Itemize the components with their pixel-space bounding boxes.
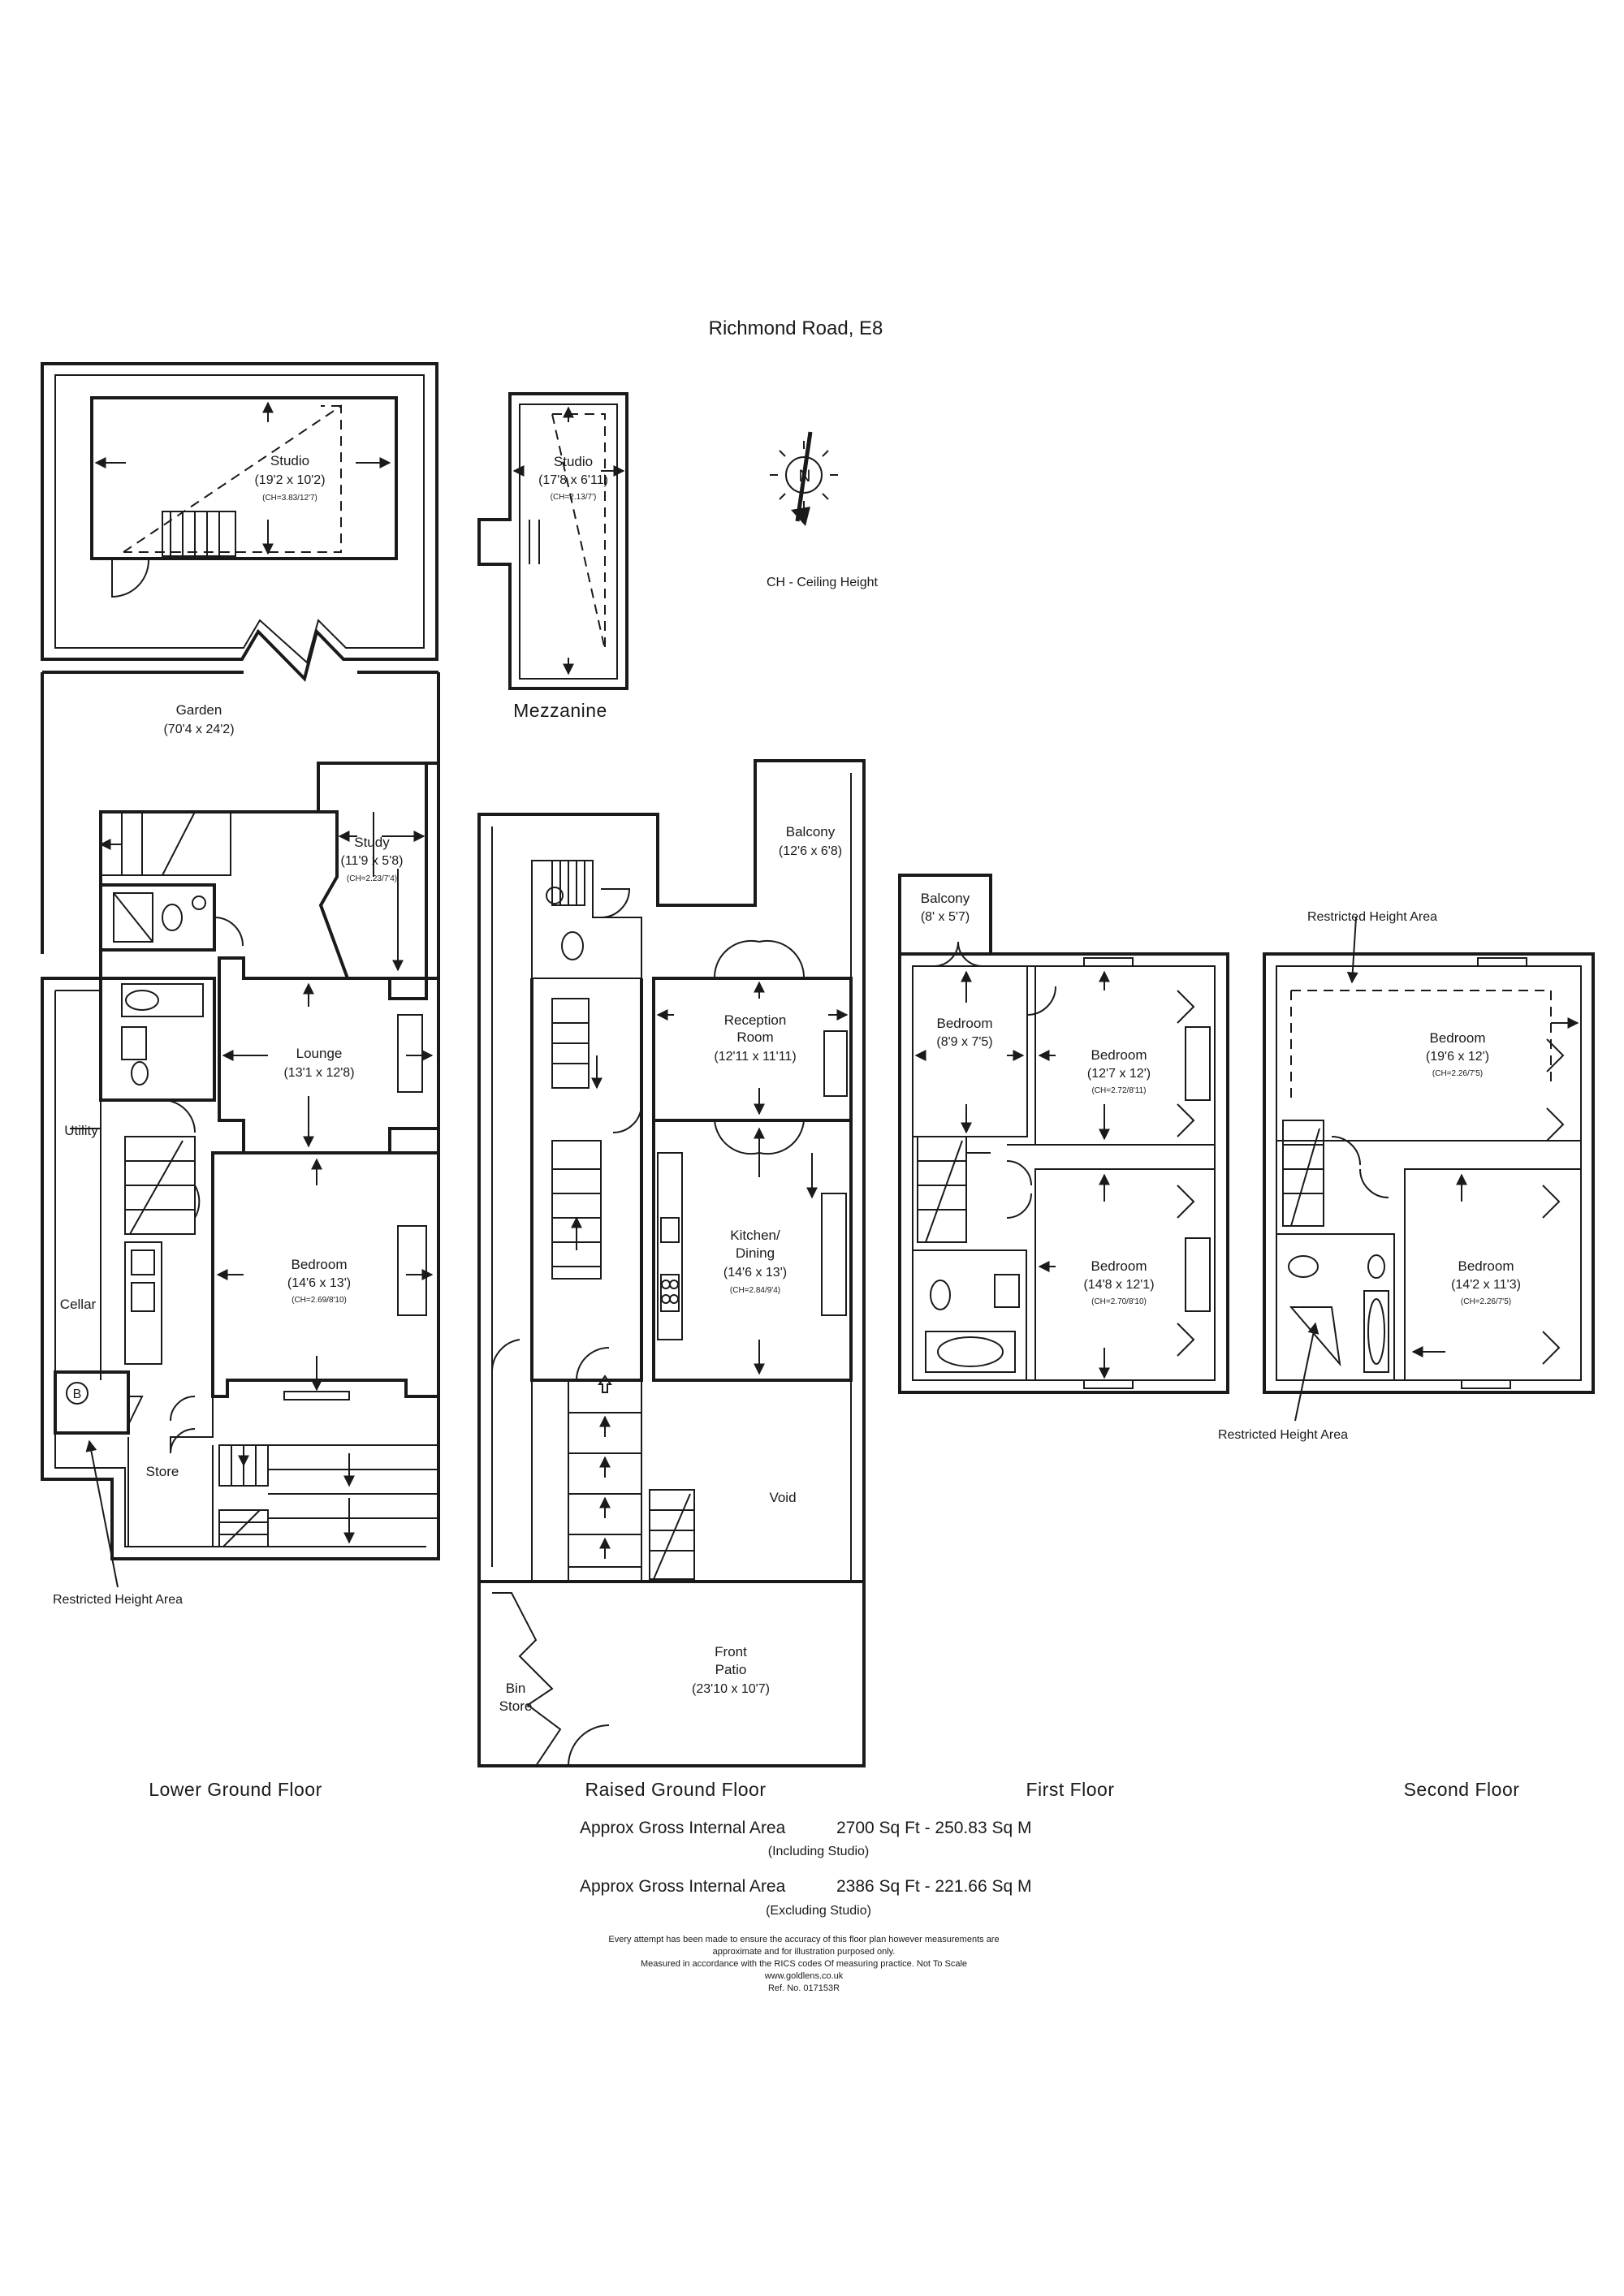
lower-ground-floor-plan — [41, 762, 440, 1588]
patio-dim: (23'10 x 10'7) — [692, 1682, 770, 1696]
lg-bedroom-name: Bedroom — [292, 1257, 348, 1272]
study-ch: (CH=2.23/7'4) — [347, 874, 397, 883]
balcony-1-name: Balcony — [921, 891, 970, 906]
bin-store-name: Bin — [506, 1681, 526, 1696]
restricted-height-2-bottom: Restricted Height Area — [1218, 1428, 1348, 1442]
boiler-marker: B — [73, 1388, 82, 1401]
area-excl-value: 2386 Sq Ft - 221.66 Sq M — [836, 1877, 1031, 1896]
lounge-name: Lounge — [296, 1046, 343, 1061]
garden-name: Garden — [176, 702, 222, 718]
area-incl-value: 2700 Sq Ft - 250.83 Sq M — [836, 1819, 1031, 1837]
f2-bed-b-name: Bedroom — [1458, 1258, 1514, 1274]
balcony-1-dim: (8' x 5'7) — [921, 910, 970, 924]
raised-ground-floor-plan — [477, 759, 866, 1767]
f1-bed-b-name: Bedroom — [1091, 1258, 1147, 1274]
f1-bed-a-dim: (12'7 x 12') — [1087, 1067, 1151, 1081]
reception-dim: (12'11 x 11'11) — [714, 1050, 796, 1064]
balcony-rg-name: Balcony — [786, 824, 836, 839]
f1-bed-a-ch: (CH=2.72/8'11) — [1091, 1086, 1146, 1095]
disclaimer-line-5: Ref. No. 017153R — [768, 1983, 840, 1993]
studio-main-name: Studio — [270, 453, 309, 468]
f2-bed-a-ch: (CH=2.26/7'5) — [1432, 1069, 1483, 1078]
f2-bed-b-ch: (CH=2.26/7'5) — [1461, 1297, 1511, 1306]
lg-bedroom-ch: (CH=2.69/8'10) — [292, 1296, 347, 1305]
studio-building — [41, 362, 438, 682]
kitchen-dim: (14'6 x 13') — [723, 1266, 787, 1280]
area-incl-note: (Including Studio) — [768, 1845, 870, 1858]
disclaimer-line-4: www.goldlens.co.uk — [764, 1971, 844, 1981]
study-name: Study — [354, 835, 390, 850]
second-floor-plan — [1263, 917, 1595, 1422]
area-incl-label: Approx Gross Internal Area — [580, 1819, 786, 1837]
mezzanine-plan — [477, 392, 628, 690]
floor-label-lower-ground: Lower Ground Floor — [149, 1779, 322, 1800]
garden-area — [41, 671, 440, 954]
f2-bed-a-name: Bedroom — [1430, 1030, 1486, 1046]
kitchen-name: Kitchen/ — [730, 1228, 780, 1243]
studio-mezz-ch: (CH=2.13/7') — [551, 493, 597, 502]
study-dim: (11'9 x 5'8) — [341, 854, 404, 868]
area-excl-note: (Excluding Studio) — [766, 1904, 871, 1918]
store-name: Store — [146, 1464, 179, 1479]
studio-main-ch: (CH=3.83/12'7) — [262, 494, 317, 503]
disclaimer-line-3: Measured in accordance with the RICS cod… — [641, 1959, 967, 1969]
patio-name: Front — [715, 1644, 747, 1659]
void-name: Void — [769, 1490, 796, 1505]
utility-name: Utility — [64, 1123, 98, 1138]
compass-letter: N — [798, 467, 810, 486]
patio-name-2: Patio — [715, 1662, 747, 1677]
kitchen-name-2: Dining — [736, 1245, 775, 1261]
studio-mezz-dim: (17'8 x 6'11) — [538, 473, 608, 487]
ceiling-height-legend: CH - Ceiling Height — [767, 576, 878, 589]
first-floor-plan — [898, 874, 1229, 1394]
f2-bed-b-dim: (14'2 x 11'3) — [1451, 1278, 1521, 1292]
f1-bed-small-name: Bedroom — [937, 1016, 993, 1031]
restricted-height-2-top: Restricted Height Area — [1307, 910, 1437, 924]
studio-mezz-name: Studio — [554, 454, 593, 469]
lounge-dim: (13'1 x 12'8) — [283, 1066, 354, 1080]
balcony-rg-dim: (12'6 x 6'8) — [779, 844, 842, 858]
f1-bed-small-dim: (8'9 x 7'5) — [936, 1035, 992, 1049]
floor-label-mezzanine: Mezzanine — [513, 700, 607, 721]
reception-name-2: Room — [736, 1029, 773, 1045]
area-excl-label: Approx Gross Internal Area — [580, 1877, 786, 1896]
bin-store-name-2: Store — [499, 1698, 533, 1714]
studio-main-dim: (19'2 x 10'2) — [254, 473, 325, 487]
plan-title: Richmond Road, E8 — [709, 317, 883, 339]
floor-label-raised-ground: Raised Ground Floor — [585, 1779, 767, 1800]
kitchen-ch: (CH=2.84/9'4) — [730, 1286, 780, 1295]
disclaimer-line-1: Every attempt has been made to ensure th… — [608, 1935, 999, 1944]
lg-bedroom-dim: (14'6 x 13') — [287, 1276, 351, 1290]
floor-label-first: First Floor — [1026, 1779, 1115, 1800]
garden-dim: (70'4 x 24'2) — [163, 723, 234, 736]
north-compass-icon — [770, 431, 838, 526]
f1-bed-b-ch: (CH=2.70/8'10) — [1091, 1297, 1147, 1306]
f1-bed-b-dim: (14'8 x 12'1) — [1083, 1278, 1154, 1292]
f1-bed-a-name: Bedroom — [1091, 1047, 1147, 1063]
restricted-height-lg: Restricted Height Area — [53, 1593, 183, 1607]
cellar-name: Cellar — [60, 1297, 97, 1312]
reception-name: Reception — [724, 1012, 787, 1028]
f2-bed-a-dim: (19'6 x 12') — [1426, 1050, 1489, 1064]
floor-label-second: Second Floor — [1404, 1779, 1520, 1800]
disclaimer-line-2: approximate and for illustration purpose… — [713, 1947, 896, 1957]
